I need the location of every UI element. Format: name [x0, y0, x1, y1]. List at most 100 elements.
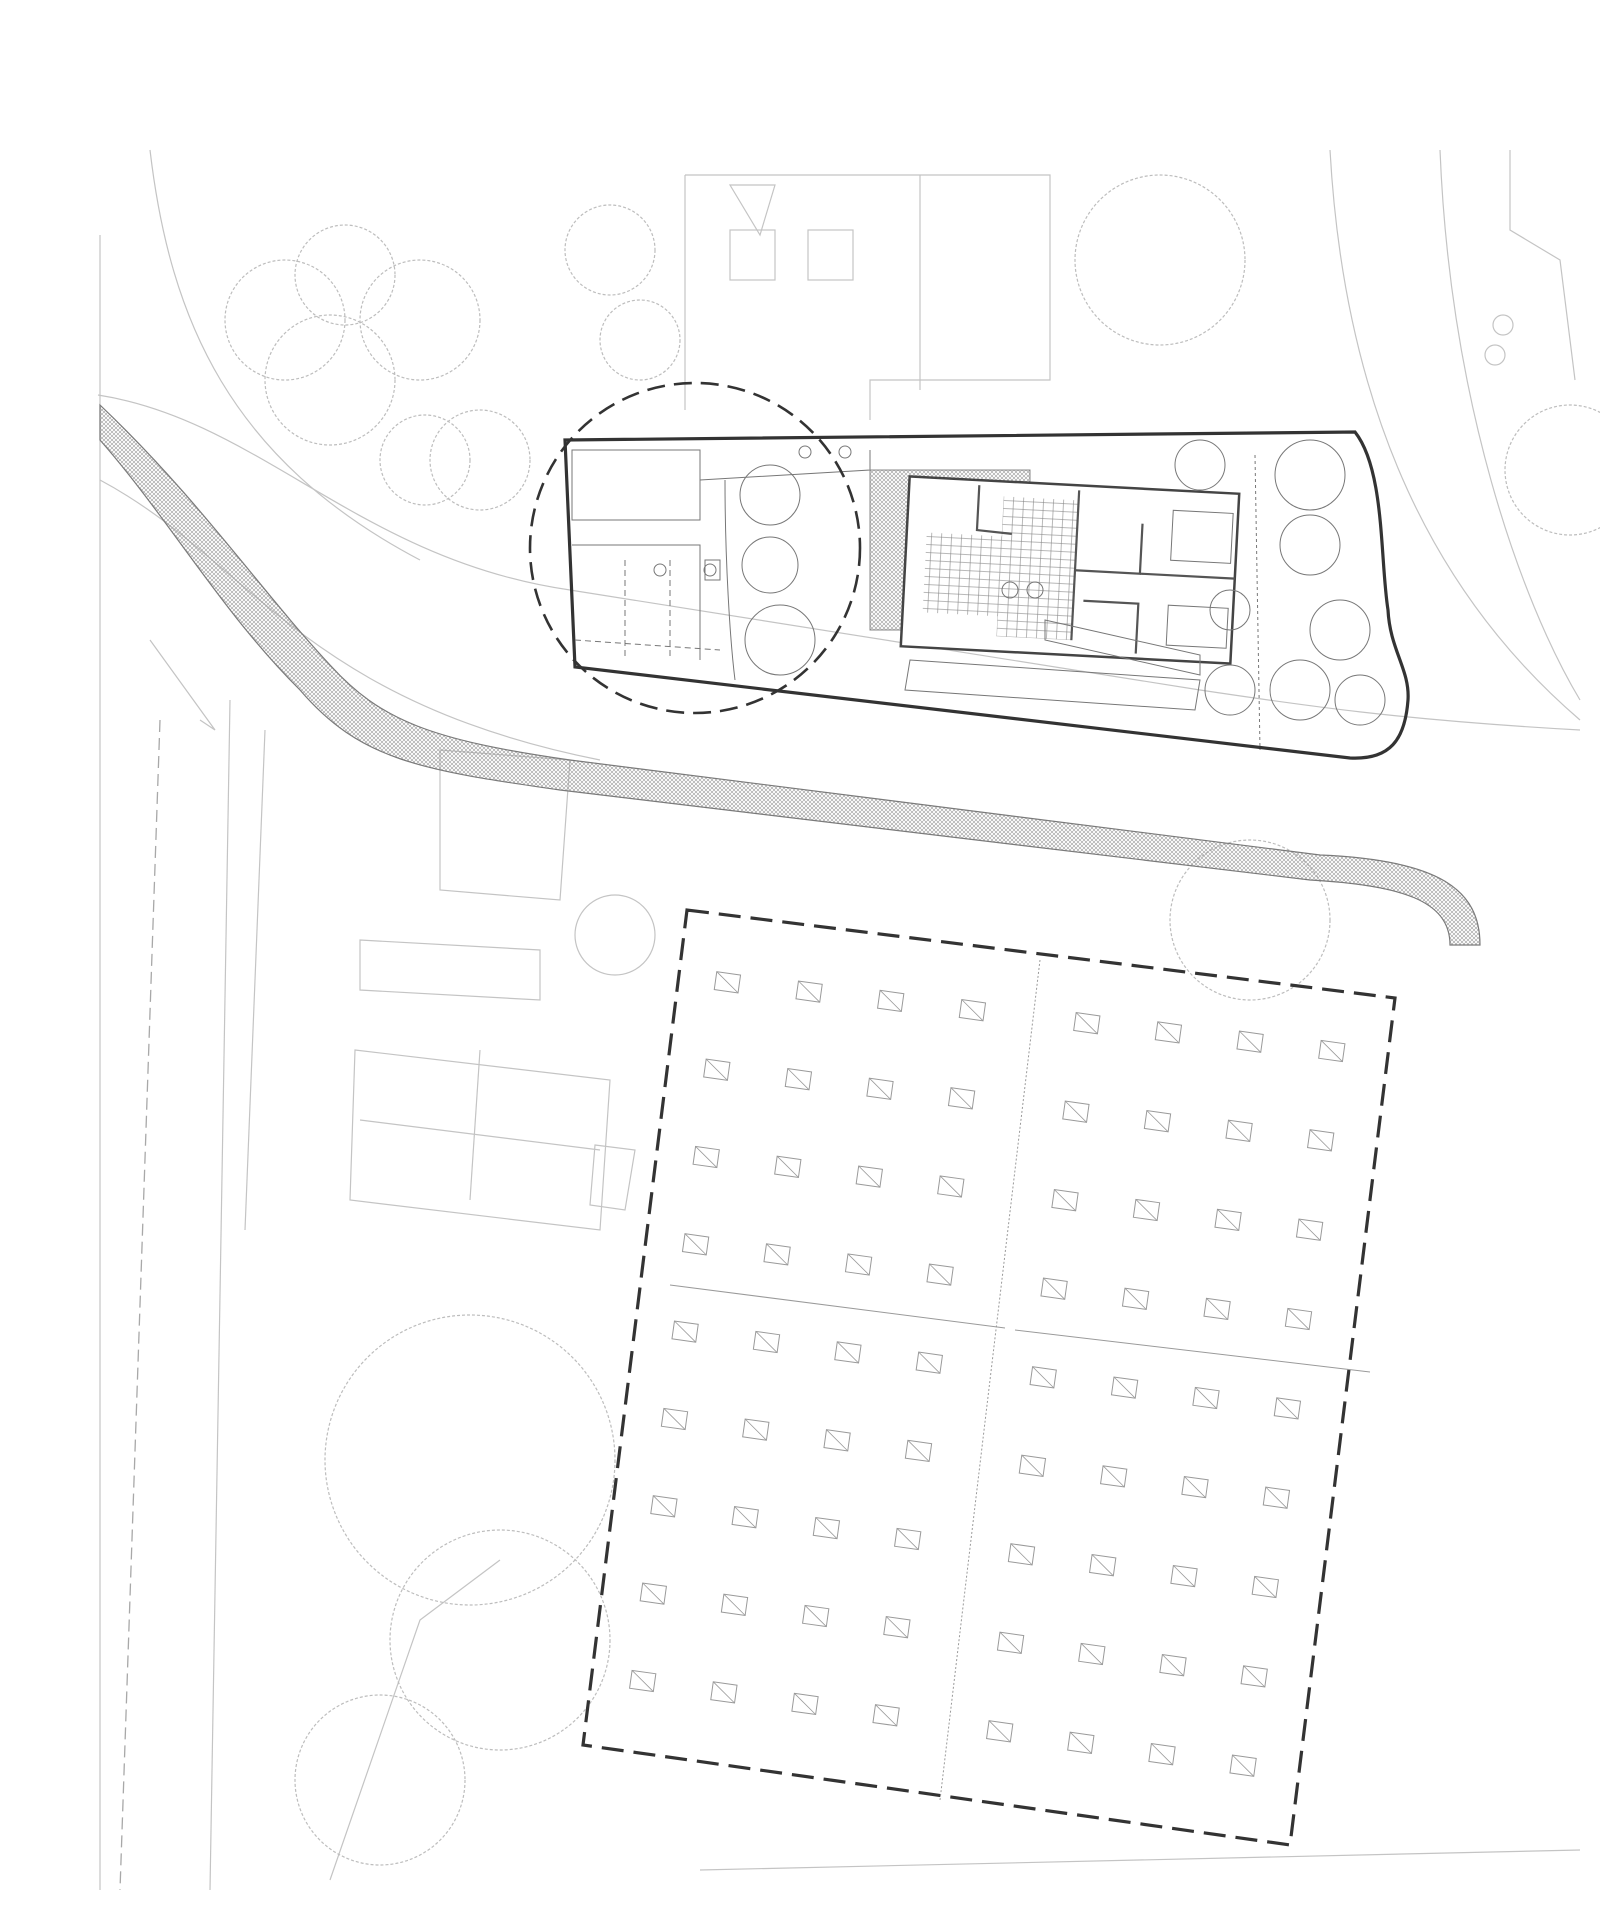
solar-panel: [731, 1506, 759, 1529]
solar-panel-diagonal: [798, 980, 821, 1003]
solar-panel-diagonal: [988, 1720, 1011, 1743]
solar-panel-diagonal: [1206, 1298, 1229, 1320]
solar-panel-diagonal: [663, 1408, 686, 1430]
solar-panel-diagonal: [1217, 1209, 1240, 1231]
solar-panel-diagonal: [1054, 1189, 1076, 1212]
solar-panel: [742, 1418, 770, 1441]
solar-panel: [1148, 1743, 1176, 1766]
solar-panel-diagonal: [684, 1233, 707, 1256]
solar-panel: [947, 1087, 976, 1110]
solar-panel: [1284, 1307, 1313, 1331]
site-trees: [739, 439, 1386, 751]
solar-panel-diagonal: [1146, 1110, 1169, 1133]
solar-panel-diagonal: [939, 1175, 962, 1198]
solar-panel: [1154, 1021, 1183, 1044]
solar-panel: [720, 1593, 749, 1616]
solar-panel-diagonal: [1195, 1387, 1217, 1409]
solar-panel: [1029, 1366, 1057, 1389]
solar-panel: [996, 1631, 1025, 1654]
solar-panel-diagonal: [723, 1593, 746, 1616]
solar-panel: [650, 1495, 678, 1518]
solar-panel: [1143, 1110, 1172, 1133]
vegetation: [224, 174, 1600, 1866]
solar-panel-diagonal: [918, 1351, 941, 1374]
solar-panel: [855, 1165, 884, 1188]
solar-panel: [660, 1407, 689, 1431]
solar-panel: [876, 989, 905, 1013]
solar-panel-diagonal: [642, 1582, 665, 1605]
solar-panel: [1018, 1454, 1047, 1477]
solar-panel: [915, 1351, 944, 1374]
solar-panel: [801, 1604, 830, 1628]
solar-panel-diagonal: [716, 971, 739, 994]
solar-panel-diagonal: [1075, 1012, 1098, 1035]
solar-panel-diagonal: [776, 1155, 799, 1178]
solar-panel: [703, 1058, 731, 1081]
solar-panel: [1273, 1397, 1302, 1420]
solar-panel-diagonal: [1069, 1731, 1092, 1754]
solar-panel: [812, 1516, 841, 1540]
solar-panel-diagonal: [875, 1704, 898, 1727]
solar-panel: [1073, 1012, 1101, 1035]
solar-panel: [1121, 1287, 1150, 1310]
solar-panel-diagonal: [1162, 1654, 1184, 1677]
solar-panel-diagonal: [1010, 1543, 1033, 1566]
solar-panel: [1110, 1376, 1139, 1399]
building-footprint: [869, 469, 1241, 676]
solar-panel: [1251, 1575, 1280, 1599]
solar-panel-diagonal: [907, 1440, 930, 1462]
detail-circle: [528, 381, 862, 715]
solar-panel-diagonal: [744, 1418, 767, 1441]
solar-panel: [1040, 1277, 1068, 1300]
solar-panel-diagonal: [858, 1165, 881, 1188]
solar-panel: [671, 1320, 699, 1343]
solar-panel: [823, 1429, 851, 1452]
solar-panel-diagonal: [885, 1616, 908, 1639]
solar-panel-diagonal: [1254, 1576, 1277, 1598]
solar-panel: [1078, 1642, 1106, 1666]
solar-panel-diagonal: [1173, 1565, 1195, 1587]
solar-panel-diagonal: [999, 1631, 1022, 1654]
solar-panel: [866, 1077, 894, 1100]
solar-panel: [791, 1692, 819, 1716]
solar-panel: [1225, 1119, 1253, 1142]
solar-array-dividers: [669, 959, 1371, 1801]
solar-panel: [904, 1439, 933, 1463]
solar-panel: [1088, 1554, 1117, 1577]
solar-panel-diagonal: [804, 1605, 827, 1627]
solar-panel: [692, 1145, 720, 1169]
solar-panel: [844, 1253, 873, 1276]
solar-panel: [834, 1341, 862, 1364]
solar-panel-diagonal: [1228, 1119, 1251, 1142]
solar-panel: [883, 1616, 911, 1639]
solar-panel-diagonal: [1043, 1277, 1066, 1300]
solar-panel-diagonal: [1151, 1743, 1173, 1766]
solar-panel-diagonal: [869, 1077, 891, 1100]
solar-panel: [1318, 1039, 1346, 1063]
solar-panel: [1099, 1465, 1128, 1488]
solar-panel-diagonal: [815, 1517, 838, 1539]
solar-panel: [1181, 1475, 1209, 1499]
solar-panel-diagonal: [1287, 1308, 1310, 1330]
solar-panel-diagonal: [674, 1320, 697, 1343]
solar-panel: [628, 1669, 657, 1693]
solar-panel: [713, 971, 742, 994]
solar-panel: [710, 1681, 738, 1704]
solar-panel-diagonal: [755, 1331, 778, 1353]
solar-panel-diagonal: [695, 1146, 718, 1168]
solar-panel: [1007, 1543, 1036, 1566]
solar-panel-diagonal: [1243, 1665, 1266, 1688]
solar-panel: [1262, 1486, 1291, 1509]
solar-panel-diagonal: [712, 1681, 735, 1704]
solar-panel: [1132, 1198, 1161, 1222]
solar-panel-diagonal: [879, 990, 902, 1012]
proposed-solar-area: [581, 908, 1397, 1847]
solar-panel-diagonal: [896, 1528, 919, 1550]
solar-panel: [763, 1243, 791, 1266]
solar-panel: [1062, 1100, 1090, 1123]
solar-panel-diagonal: [1276, 1397, 1299, 1420]
solar-panel: [1067, 1731, 1095, 1754]
solar-panel-diagonal: [1184, 1476, 1206, 1498]
solar-panel-diagonal: [705, 1058, 728, 1081]
